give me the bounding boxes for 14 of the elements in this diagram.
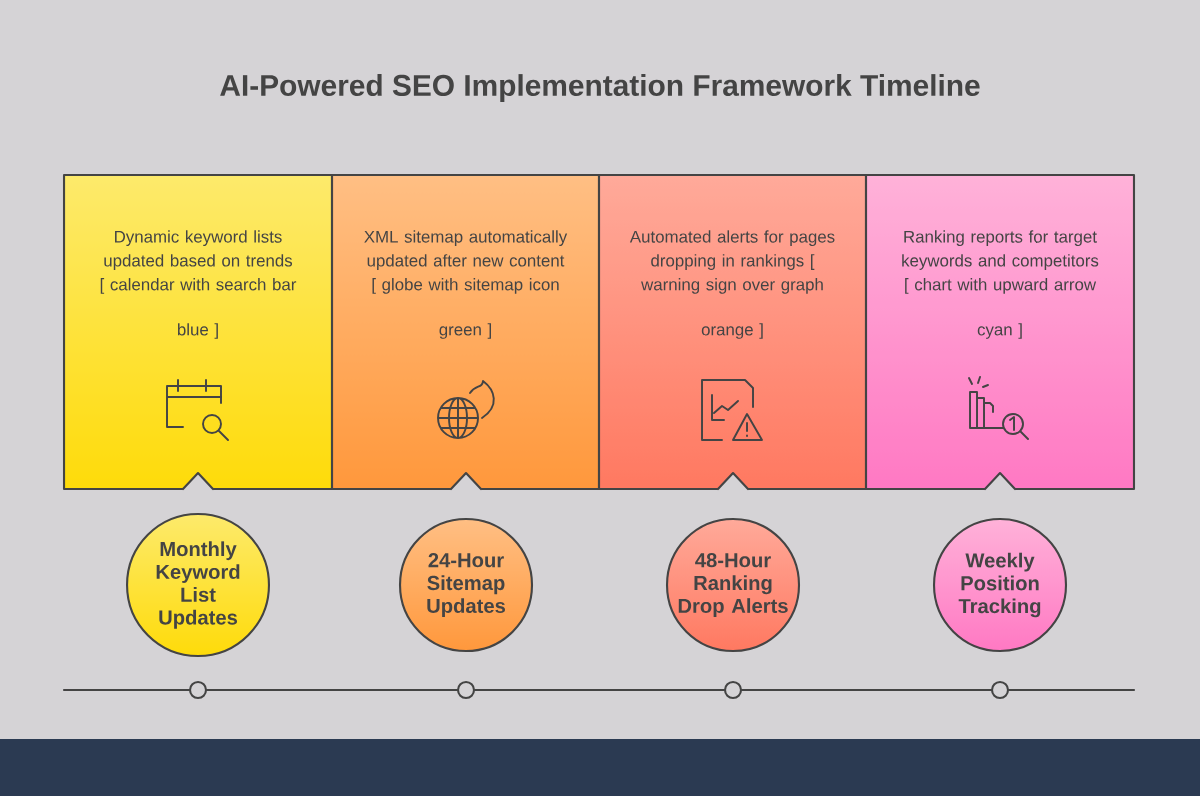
timeline-line: [474, 688, 725, 692]
timeline-panel: Automated alerts for pages dropping in rankings [ warning sign over graph orange ]: [597, 174, 868, 491]
timeline-marker: [188, 680, 208, 700]
timeline-panel: XML sitemap automatically updated after new content [ globe with sitemap icon green ]: [330, 174, 601, 491]
timeline-line: [741, 688, 992, 692]
title: AI-Powered SEO Implementation Framework Timeline: [220, 74, 980, 102]
timeline-panel: Dynamic keyword lists updated based on trends [ calendar with search bar blue ]: [62, 174, 334, 491]
timeline-line: [62, 688, 190, 692]
timeline-marker: [723, 680, 743, 700]
timeline-marker: [456, 680, 476, 700]
timeline-line: [1008, 688, 1136, 692]
timeline-marker: [990, 680, 1010, 700]
timeline-panel: Ranking reports for target keywords and competitors [ chart with upward arrow cyan ]: [864, 174, 1136, 491]
timeline-line: [206, 688, 458, 692]
